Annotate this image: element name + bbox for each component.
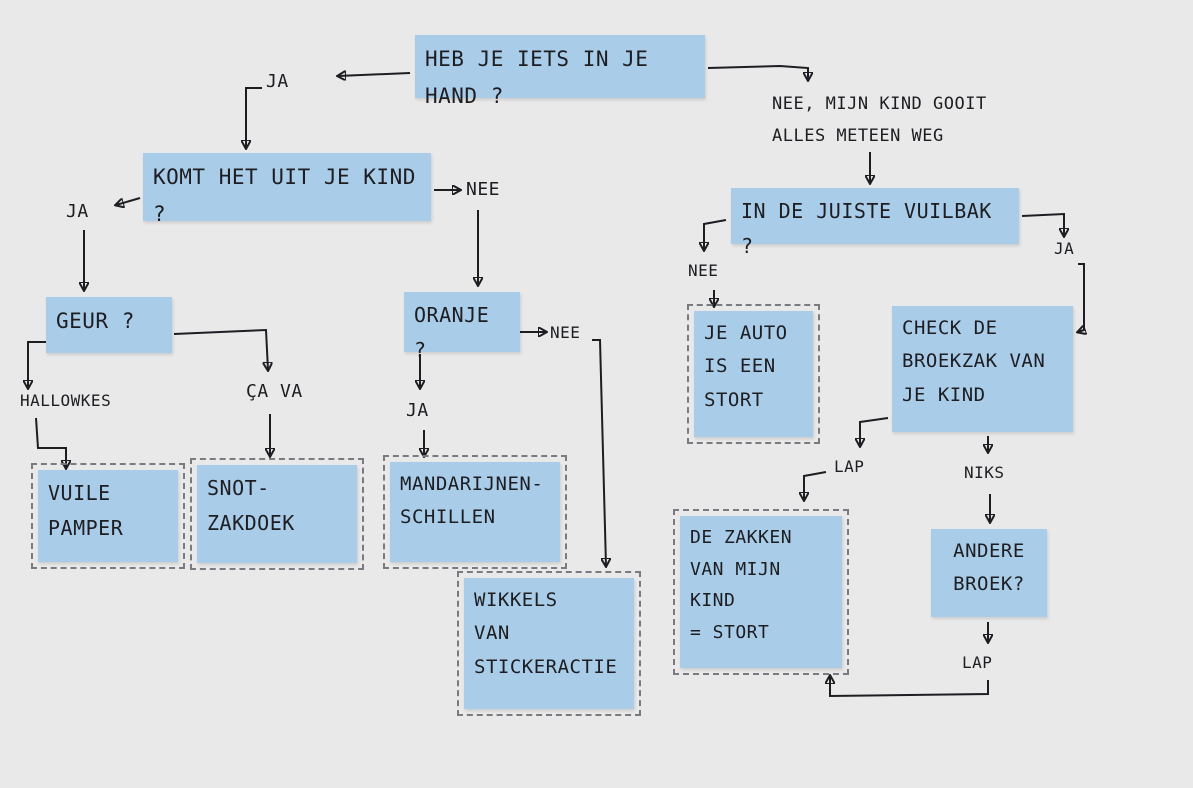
- label-lap-andere-broek: LAP: [962, 653, 993, 672]
- label-ja-oranje: JA: [406, 400, 429, 421]
- arrow-hand-to-ja: [338, 73, 411, 76]
- outcome-zakken-van-mijn-kind-stort: DE ZAKKEN VAN MIJN KIND = STORT: [673, 509, 849, 675]
- arrow-broekzak-to-lap: [860, 417, 889, 446]
- question-oranje: ORANJE ?: [404, 292, 520, 362]
- arrow-ja-to-broekzak: [1078, 263, 1084, 332]
- outcome-wikkels-van-stickeractie: WIKKELS VAN STICKERACTIE: [457, 571, 641, 716]
- arrow-lap-to-zakken-2: [830, 676, 989, 698]
- outcome-mandarijnenschillen: MANDARIJNEN- SCHILLEN: [383, 455, 567, 569]
- outcome-je-auto-is-een-stort: JE AUTO IS EEN STORT: [687, 304, 820, 444]
- label-ja-kind: JA: [66, 201, 89, 222]
- question-check-broekzak: CHECK DE BROEKZAK VAN JE KIND: [892, 306, 1073, 432]
- question-in-de-juiste-vuilbak: IN DE JUISTE VUILBAK ?: [731, 188, 1019, 258]
- arrow-hallowkes-to-pamper: [35, 417, 66, 468]
- label-ja-vuilbak: JA: [1054, 239, 1075, 258]
- arrow-nee-to-wikkels: [592, 339, 606, 566]
- arrow-vuilbak-to-nee: [704, 219, 727, 250]
- label-nee-mijn-kind-gooit: NEE, MIJN KIND GOOIT ALLES METEEN WEG: [772, 94, 987, 147]
- label-hallowkes: HALLOWKES: [20, 391, 112, 410]
- question-andere-broek: ANDERE BROEK?: [931, 529, 1047, 617]
- arrow-lap-to-zakken: [804, 471, 827, 500]
- arrow-kind-to-ja: [116, 197, 141, 205]
- label-lap-broekzak: LAP: [834, 457, 865, 476]
- label-niks: NIKS: [964, 463, 1005, 482]
- arrow-geur-to-hallowkes: [28, 341, 46, 388]
- outcome-snotzakdoek: SNOT- ZAKDOEK: [190, 458, 364, 570]
- label-nee-vuilbak: NEE: [688, 261, 719, 280]
- arrow-hand-to-nee: [707, 64, 808, 80]
- label-nee-kind: NEE: [466, 179, 501, 200]
- question-komt-het-uit-je-kind: KOMT HET UIT JE KIND ?: [143, 153, 431, 226]
- question-geur: GEUR ?: [46, 297, 172, 353]
- question-heb-je-iets-in-je-hand: HEB JE IETS IN JE HAND ?: [415, 35, 705, 108]
- arrow-ja-to-kind: [246, 87, 262, 148]
- outcome-vuile-pamper: VUILE PAMPER: [31, 463, 185, 569]
- arrow-vuilbak-to-ja: [1021, 212, 1064, 236]
- label-nee-oranje: NEE: [550, 323, 581, 342]
- arrow-geur-to-cava: [173, 328, 268, 370]
- label-ca-va: ÇA VA: [246, 381, 303, 402]
- label-ja-hand: JA: [266, 71, 289, 92]
